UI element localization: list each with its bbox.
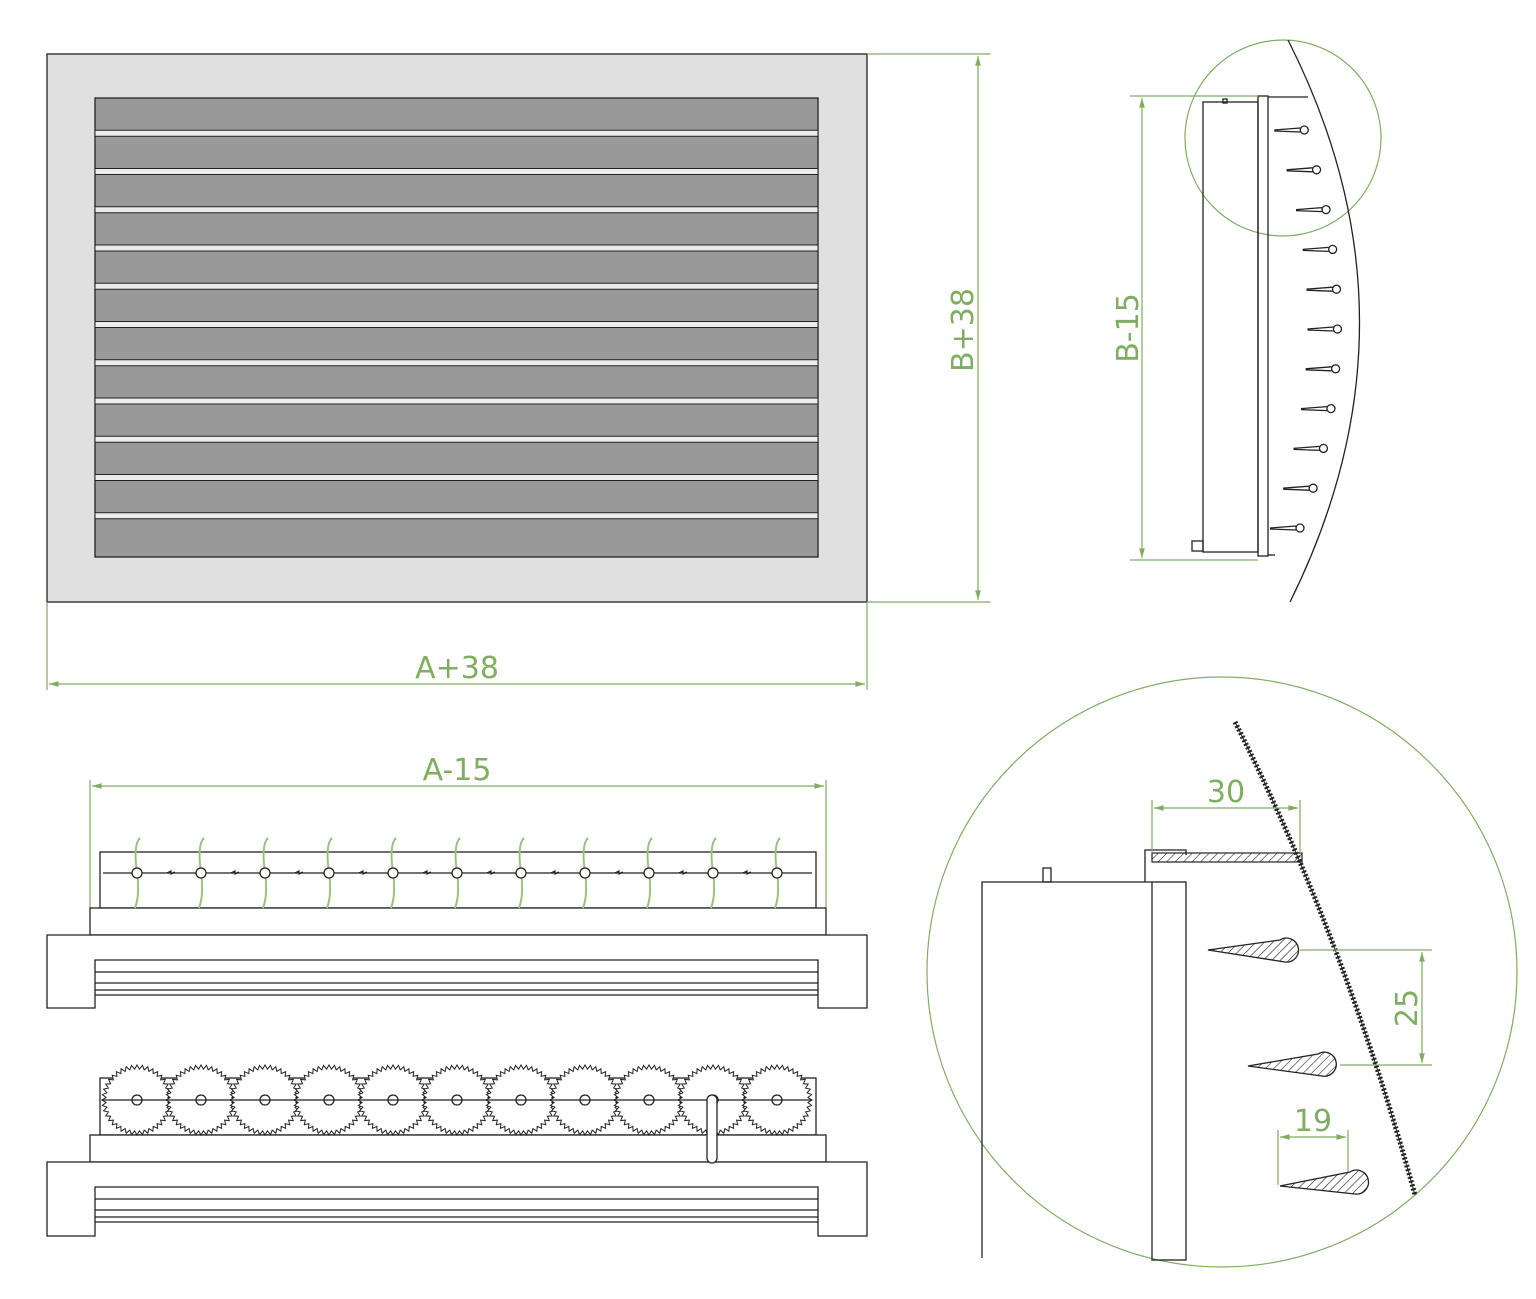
pivots xyxy=(131,837,783,909)
slat-gap xyxy=(94,474,819,481)
slat-gap xyxy=(94,168,819,175)
blade-pivot xyxy=(323,837,368,909)
blade-pivot xyxy=(451,837,496,909)
hatched-flange xyxy=(1151,852,1303,863)
slat-gap xyxy=(94,244,819,252)
side-blade xyxy=(1286,165,1322,175)
side-blade xyxy=(1307,324,1343,334)
detail-view: 30 25 19 xyxy=(926,676,1518,1268)
dimension-label-blade: 19 xyxy=(1294,1104,1332,1139)
side-blades xyxy=(1269,125,1343,533)
blade-pivot xyxy=(515,837,560,909)
side-flange xyxy=(1257,95,1269,557)
side-body xyxy=(1202,101,1259,553)
detail-blade xyxy=(1247,1051,1337,1077)
curved-surface xyxy=(1287,39,1361,603)
blade-pivot xyxy=(707,837,752,909)
side-blade xyxy=(1293,443,1329,454)
front-view: B+38 A+38 xyxy=(46,53,990,690)
slats xyxy=(94,129,819,520)
blade-pivot xyxy=(579,837,624,909)
side-blade xyxy=(1302,244,1338,255)
blade-pivot xyxy=(771,837,783,909)
dimension-label-side-height: B-15 xyxy=(1111,293,1146,363)
slat-gap xyxy=(94,129,819,137)
adjustment-handle xyxy=(706,1094,718,1164)
detail-circle xyxy=(926,676,1518,1268)
side-view: B-15 xyxy=(1111,39,1382,603)
blade-pivot xyxy=(643,837,688,909)
side-blade xyxy=(1274,125,1309,135)
side-blade xyxy=(1305,364,1341,374)
gear-view xyxy=(46,1064,868,1237)
side-blade xyxy=(1306,284,1342,294)
slat-gap xyxy=(94,435,819,443)
detail-blade xyxy=(1279,1169,1370,1195)
slat-gap xyxy=(94,206,819,214)
blade-pivot xyxy=(195,837,240,909)
dimension-label-depth: 30 xyxy=(1207,775,1245,810)
dimension-label-bottom-width: A-15 xyxy=(423,753,492,788)
blade-pivot xyxy=(131,837,176,909)
dimension-label-height: B+38 xyxy=(946,288,981,372)
blade-pivot xyxy=(259,837,304,909)
slat-gap xyxy=(94,397,819,405)
slat-gap xyxy=(94,512,819,520)
side-blade xyxy=(1269,523,1305,533)
detail-blade xyxy=(1207,937,1300,963)
side-blade xyxy=(1300,403,1336,414)
side-blade xyxy=(1283,483,1318,493)
dimension-label-pitch: 25 xyxy=(1390,989,1425,1027)
slat-gap xyxy=(94,321,819,328)
bottom-view: A-15 xyxy=(46,753,868,1009)
dimension-label-width: A+38 xyxy=(415,651,499,686)
side-blade xyxy=(1295,204,1331,215)
slat-gap xyxy=(94,282,819,290)
detail-callout-circle xyxy=(1184,39,1382,237)
slat-gap xyxy=(94,359,819,367)
blade-pivot xyxy=(387,837,432,909)
